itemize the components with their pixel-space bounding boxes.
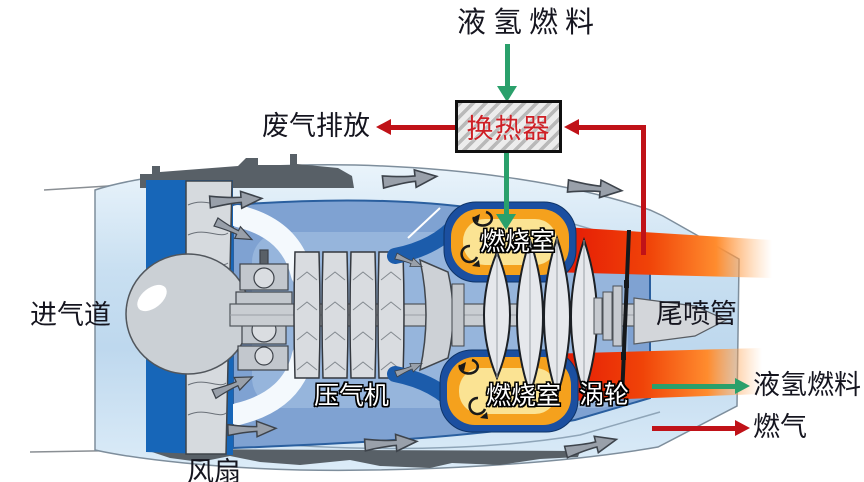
nozzle-label: 尾喷管 [656,299,737,329]
accessory-housings [140,154,580,468]
compressor-label: 压气机 [314,383,390,410]
combustor-bottom-label: 燃烧室 [486,383,562,410]
combustor-top-label: 燃烧室 [480,229,556,256]
hydrogen-into-engine-arrowhead [496,214,516,230]
legend-gas-arrow-shaft [652,426,736,431]
exhaust-emission-arrow-shaft [390,125,457,130]
tail-cone [620,230,728,398]
fan-label: 风扇 [187,457,241,482]
hot-gas-pipe-arrowhead [564,119,579,135]
legend-gas-label: 燃气 [753,412,807,442]
hydrogen-into-engine-arrow-shaft [504,152,509,216]
intake-label: 进气道 [30,300,111,330]
heat-exchanger-label: 换热器 [466,114,551,144]
turbine-stages [483,234,623,400]
hot-gas-pipe-horizontal [578,125,646,130]
legend-gas-arrow [652,420,750,437]
legend-hydrogen-arrowhead [735,378,750,394]
legend-hydrogen-arrow [652,378,750,395]
hydrogen-supply-arrow [497,44,518,102]
exhaust-emission-arrowhead [376,119,391,135]
legend-hydrogen-label: 液氢燃料 [753,370,861,400]
heat-exchanger-box: 换热器 [455,100,562,153]
exhaust-plume-top [548,226,772,278]
impeller [418,258,465,372]
hydrogen-into-engine-arrow [496,152,517,232]
hot-gas-pipe-vertical [641,125,646,255]
hot-gas-pipe-arrow [564,119,647,255]
exhaust-emission-arrow [376,119,457,136]
legend-hydrogen-arrow-shaft [652,384,736,389]
turbine-label: 涡轮 [579,382,630,409]
combustor-bottom [439,349,579,433]
legend-gas-arrowhead [735,420,750,436]
spinner-cone [125,253,251,375]
hydrogen-supply-arrowhead [497,86,517,102]
fuel-supply-label: 液氢燃料 [457,7,602,39]
exhaust-emission-label: 废气排放 [262,111,370,141]
hydrogen-supply-arrow-shaft [505,44,510,88]
combustor-top [443,201,577,283]
compressor-stages [293,251,405,379]
